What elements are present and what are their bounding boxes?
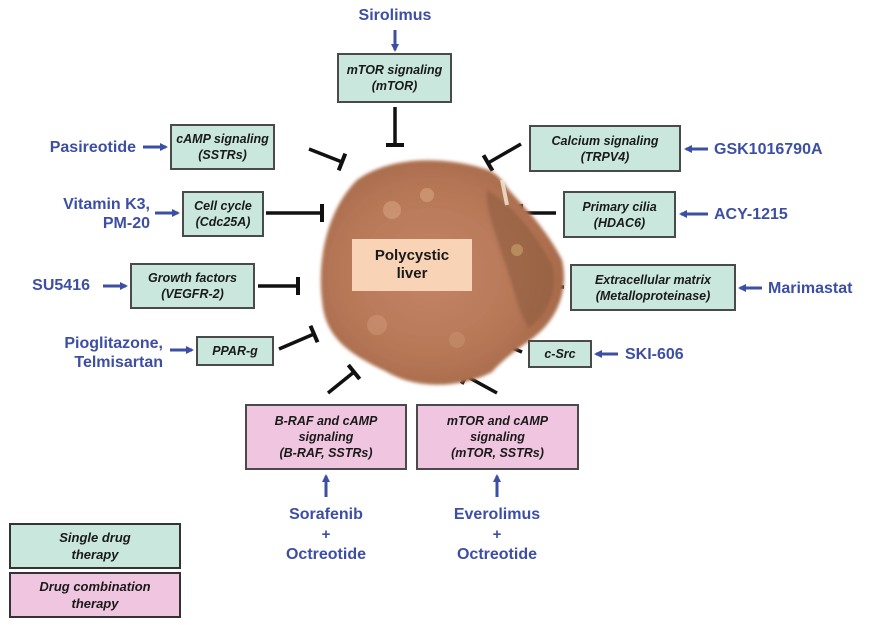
target-label: mTOR and cAMP (446, 414, 549, 428)
inhibition-bar-growth (258, 277, 300, 295)
legend-label: Single drug (59, 530, 131, 545)
drug-name: Pioglitazone, (64, 335, 163, 352)
drug-sorafenib-octreotide: Sorafenib + Octreotide (266, 505, 386, 564)
target-label: (B-RAF, SSTRs) (279, 446, 373, 460)
legend-label: therapy (71, 596, 119, 611)
target-label: Calcium signaling (551, 133, 659, 148)
drug-vitamin-k3-pm20: Vitamin K3, PM-20 (20, 195, 150, 233)
inhibition-bar-ppar (278, 324, 320, 351)
target-label: Growth factors (148, 271, 237, 285)
target-label: signaling (470, 430, 525, 444)
target-label: Extracellular matrix (594, 272, 712, 287)
drug-gsk1016790a: GSK1016790A (714, 140, 823, 159)
legend-label: Drug combination (39, 579, 151, 594)
target-box-mtor-signaling: mTOR signaling (mTOR) (337, 53, 452, 103)
target-label: (TRPV4) (580, 149, 630, 164)
liver-label-line: liver (396, 265, 428, 282)
drug-pioglitazone-telmisartan: Pioglitazone, Telmisartan (20, 334, 163, 372)
target-box-c-src: c-Src (528, 340, 592, 368)
drug-name: SU5416 (32, 277, 90, 294)
target-box-braf-camp-signaling: B-RAF and cAMP signaling (B-RAF, SSTRs) (245, 404, 407, 470)
legend-single-drug-therapy: Single drug therapy (9, 523, 181, 569)
target-label: c-Src (544, 347, 576, 361)
drug-name: Everolimus (453, 506, 541, 523)
target-box-extracellular-matrix: Extracellular matrix (Metalloproteinase) (570, 264, 736, 311)
target-label: mTOR signaling (346, 63, 443, 77)
liver-dark-lobe (486, 190, 555, 328)
inhibition-bar-camp (308, 147, 348, 172)
drug-name: Sirolimus (358, 7, 432, 24)
inhibition-bar-braf (326, 363, 362, 395)
inhibition-bar-calcium (481, 142, 522, 172)
target-label: (Cdc25A) (195, 215, 251, 229)
legend-drug-combination-therapy: Drug combination therapy (9, 572, 181, 618)
target-label: signaling (298, 430, 354, 444)
drug-name: Telmisartan (74, 354, 163, 371)
drug-su5416: SU5416 (10, 276, 90, 295)
drug-sirolimus: Sirolimus (345, 6, 445, 25)
target-label: cAMP signaling (176, 132, 269, 146)
plus-sign: + (321, 526, 331, 543)
target-box-cell-cycle: Cell cycle (Cdc25A) (182, 191, 264, 237)
liver-label-line: Polycystic (374, 247, 450, 264)
target-box-camp-signaling: cAMP signaling (SSTRs) (170, 124, 275, 170)
target-label: (mTOR) (371, 79, 418, 93)
drug-name: Marimastat (768, 280, 853, 297)
target-label: (mTOR, SSTRs) (451, 446, 544, 460)
inhibition-bar-mtor (386, 107, 404, 147)
drug-name: Sorafenib (289, 506, 363, 523)
drug-name: Octreotide (456, 546, 537, 563)
drug-name: ACY-1215 (714, 206, 788, 223)
drug-name: Pasireotide (49, 139, 136, 156)
polycystic-liver-label: Polycystic liver (352, 239, 472, 291)
drug-everolimus-octreotide: Everolimus + Octreotide (437, 505, 557, 564)
drug-name: SKI-606 (625, 346, 684, 363)
target-box-ppar-g: PPAR-g (196, 336, 274, 366)
drug-acy-1215: ACY-1215 (714, 205, 788, 224)
drug-name: PM-20 (102, 215, 150, 232)
target-box-mtor-camp-signaling: mTOR and cAMP signaling (mTOR, SSTRs) (416, 404, 579, 470)
drug-name: Octreotide (285, 546, 366, 563)
target-label: (SSTRs) (198, 148, 247, 162)
target-label: Cell cycle (194, 199, 252, 213)
target-box-calcium-signaling: Calcium signaling (TRPV4) (529, 125, 681, 172)
target-label: Primary cilia (582, 199, 657, 214)
plus-sign: + (492, 526, 502, 543)
target-box-primary-cilia: Primary cilia (HDAC6) (563, 191, 676, 238)
target-box-growth-factors: Growth factors (VEGFR-2) (130, 263, 255, 309)
inhibition-bar-cellcycle (266, 204, 324, 222)
legend-label: therapy (71, 547, 119, 562)
target-label: PPAR-g (212, 344, 258, 358)
target-label: (VEGFR-2) (161, 287, 224, 301)
drug-marimastat: Marimastat (768, 279, 852, 298)
drug-pasireotide: Pasireotide (20, 138, 136, 157)
drug-name: GSK1016790A (714, 141, 823, 158)
target-label: B-RAF and cAMP (274, 414, 378, 428)
drug-name: Vitamin K3, (63, 196, 150, 213)
target-label: (HDAC6) (593, 215, 646, 230)
drug-ski-606: SKI-606 (625, 345, 684, 364)
target-label: (Metalloproteinase) (595, 288, 711, 303)
